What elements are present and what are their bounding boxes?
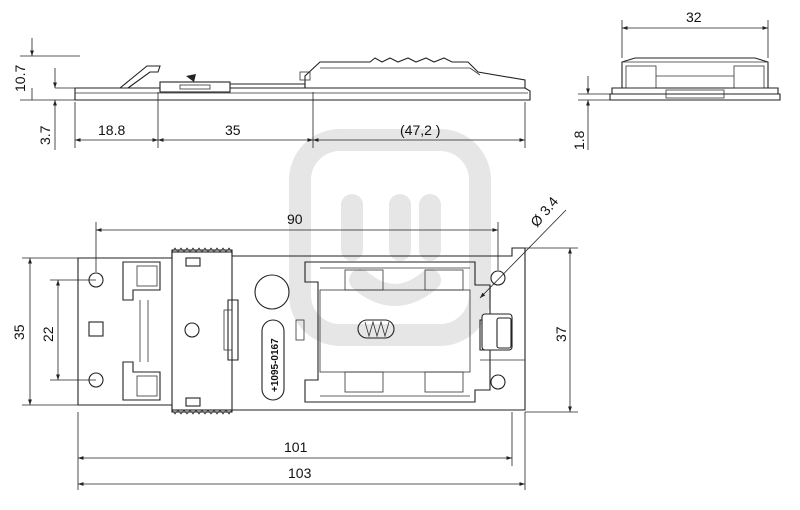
dim-hole-spacing: 90	[287, 211, 303, 227]
dim-side-height: 10.7	[12, 65, 28, 92]
part-marking: +1095-0167	[270, 338, 281, 392]
dim-side-offset: 3.7	[37, 125, 53, 145]
dim-side-seg-c: (47,2 )	[400, 122, 440, 138]
mount-hole-bottom-right	[490, 374, 506, 390]
end-dimensions: 32 1.8	[571, 9, 769, 150]
dim-side-seg-a: 18.8	[98, 122, 125, 138]
watermark-logo	[289, 129, 491, 346]
dim-hole-diameter: Ø 3.4	[527, 193, 561, 230]
mount-hole-top-right	[490, 270, 506, 286]
dim-inner-length: 101	[284, 439, 308, 455]
dim-end-thickness: 1.8	[571, 130, 587, 150]
side-dimensions: 10.7 3.7 18.8 35 (47,2 )	[12, 38, 526, 150]
dim-side-seg-b: 35	[225, 122, 241, 138]
dim-overall-length: 103	[288, 465, 312, 481]
side-view	[74, 57, 531, 101]
dim-hole-pitch: 22	[40, 326, 56, 342]
dim-body-height: 35	[11, 324, 27, 340]
dim-clip-height: 37	[553, 326, 569, 342]
end-view	[609, 57, 781, 101]
dim-end-width: 32	[686, 9, 702, 25]
